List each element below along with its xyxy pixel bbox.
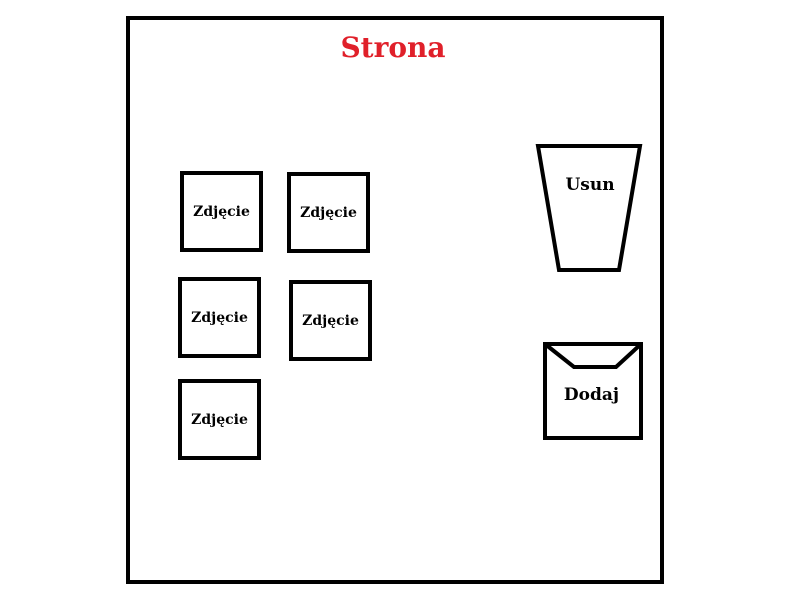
photo-label: Zdjęcie [193,203,250,220]
photo-tile[interactable]: Zdjęcie [180,171,263,252]
page-frame [126,16,664,584]
delete-button[interactable] [535,143,644,273]
photo-label: Zdjęcie [191,309,248,326]
photo-tile[interactable]: Zdjęcie [287,172,370,253]
photo-tile[interactable]: Zdjęcie [289,280,372,361]
envelope-icon [543,342,643,440]
photo-label: Zdjęcie [302,312,359,329]
photo-tile[interactable]: Zdjęcie [178,379,261,460]
photo-label: Zdjęcie [191,411,248,428]
page-title: Strona [340,31,446,64]
add-button[interactable] [541,340,645,442]
delete-button-label: Usun [565,175,615,195]
photo-tile[interactable]: Zdjęcie [178,277,261,358]
add-button-label: Dodaj [563,385,620,405]
trash-bin-icon [535,144,643,272]
photo-label: Zdjęcie [300,204,357,221]
